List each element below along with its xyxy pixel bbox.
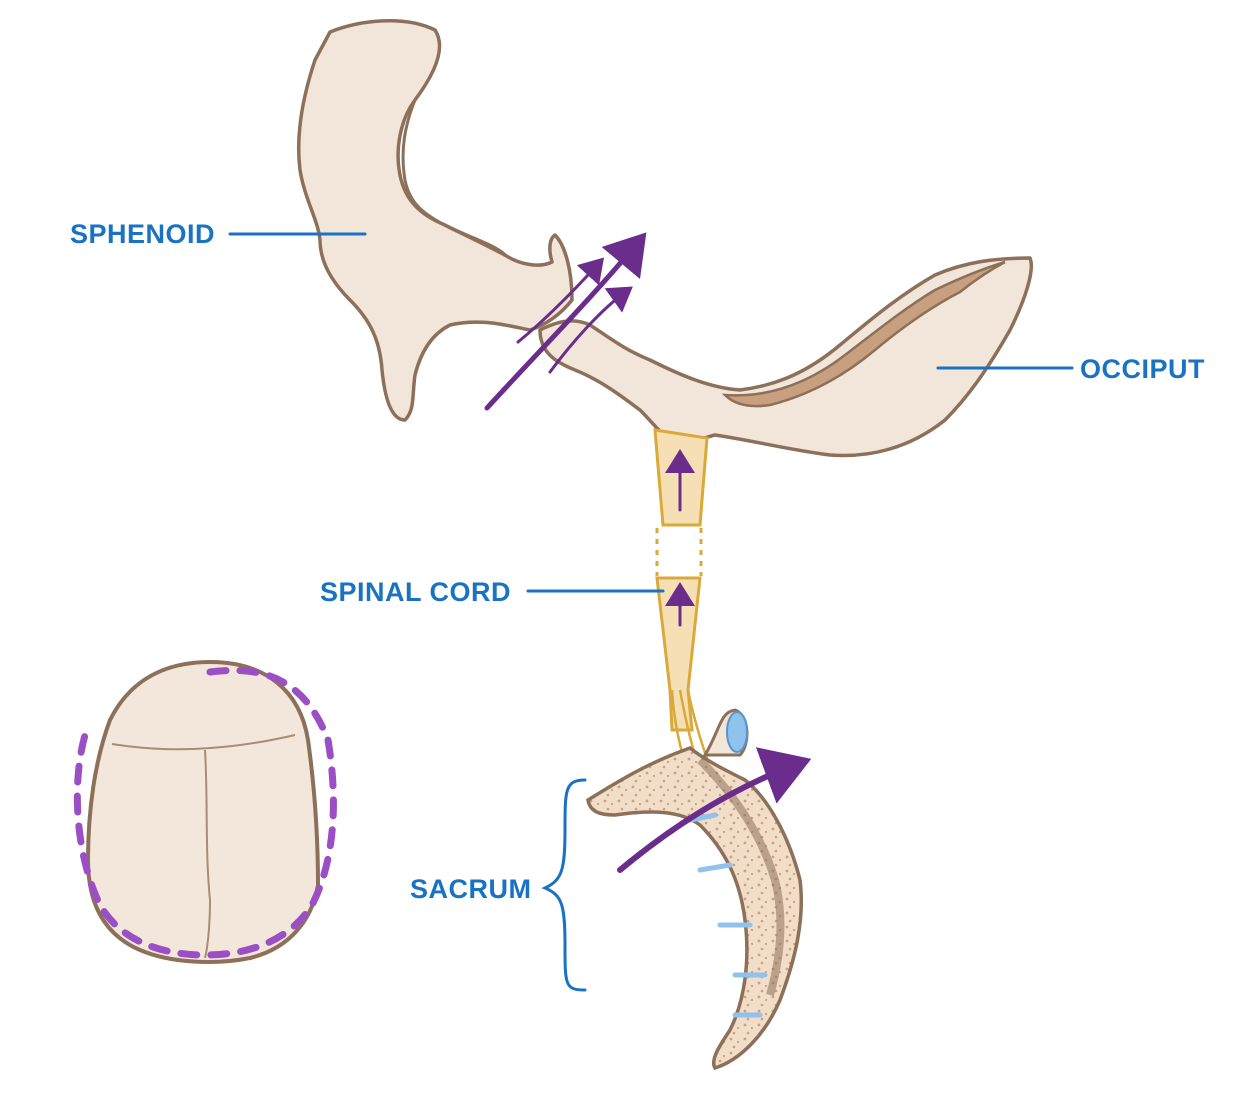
- label-occiput: OCCIPUT: [1080, 354, 1205, 384]
- sacrum-bone: [586, 708, 812, 1071]
- sacrum-brace: [541, 778, 587, 992]
- label-spinal-cord: SPINAL CORD: [320, 577, 511, 607]
- sphenoid-motion-arrows: [484, 232, 647, 411]
- label-sphenoid: SPHENOID: [70, 219, 215, 249]
- occiput-bone: [538, 256, 1033, 458]
- label-sacrum: SACRUM: [410, 874, 532, 904]
- sphenoid-bone: [296, 18, 574, 422]
- skull-top-view: [73, 659, 337, 964]
